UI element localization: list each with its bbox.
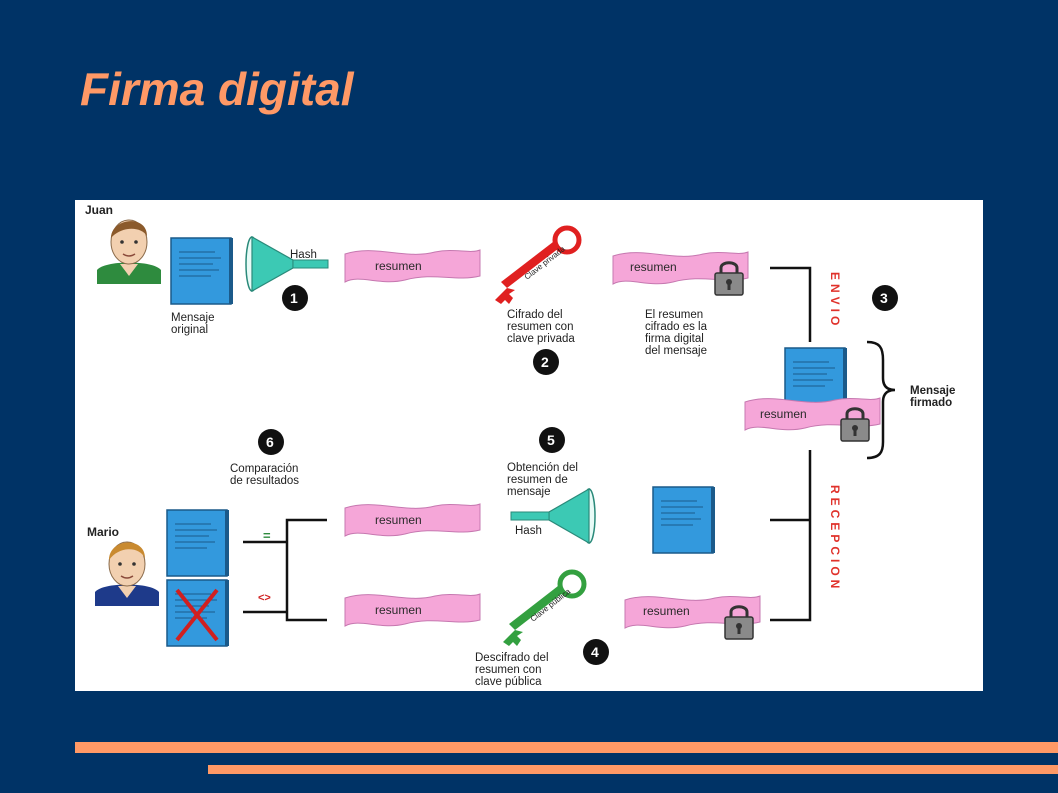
compare-results-label: Comparación de resultados [230,463,302,487]
resumen-label-1: resumen [375,259,422,273]
step-number-5: 5 [547,432,555,448]
private-key-icon [495,225,582,304]
resumen-label-4: resumen [375,513,422,527]
digital-signature-diagram: Juan Mensaje original Hash 1 resumen Cla… [75,200,983,691]
footer-bar-top [75,742,1058,753]
signature-note-label: El resumen cifrado es la firma digital d… [645,309,710,357]
receive-vertical-label: RECEPCION [828,485,842,592]
public-key-icon [503,569,587,646]
not-equal-sign: <> [258,592,271,604]
resumen-label-6: resumen [643,604,690,618]
resumen-label-5: resumen [375,603,422,617]
received-message-document [652,486,716,554]
step-number-6: 6 [266,434,274,450]
obtain-summary-label: Obtención del resumen de mensaje [507,462,581,498]
equal-sign: = [263,528,271,543]
original-message-label: Mensaje original [171,312,218,336]
hash-funnel-icon [245,235,329,293]
step-number-3: 3 [880,290,888,306]
footer-bar-bottom [208,765,1058,774]
decrypt-summary-label: Descifrado del resumen con clave pública [475,652,552,688]
step-number-2: 2 [541,354,549,370]
sender-avatar [97,219,161,284]
hash-label-bottom: Hash [515,525,542,537]
signed-message-label: Mensaje firmado [910,385,959,409]
step-number-1: 1 [290,290,298,306]
send-vertical-label: ENVIO [828,272,842,329]
receiver-avatar [95,541,159,606]
receiver-name: Mario [87,525,119,539]
sender-name: Juan [85,203,113,217]
receiver-valid-document [166,509,230,577]
hash-label-top: Hash [290,249,317,261]
receiver-invalid-document [166,579,230,647]
resumen-label-2: resumen [630,260,677,274]
encrypt-summary-label: Cifrado del resumen con clave privada [507,309,577,345]
receiver-hash-funnel-icon [510,487,596,545]
resumen-label-3: resumen [760,407,807,421]
original-message-document [170,237,234,305]
slide-title: Firma digital [80,63,354,115]
step-number-4: 4 [591,644,599,660]
